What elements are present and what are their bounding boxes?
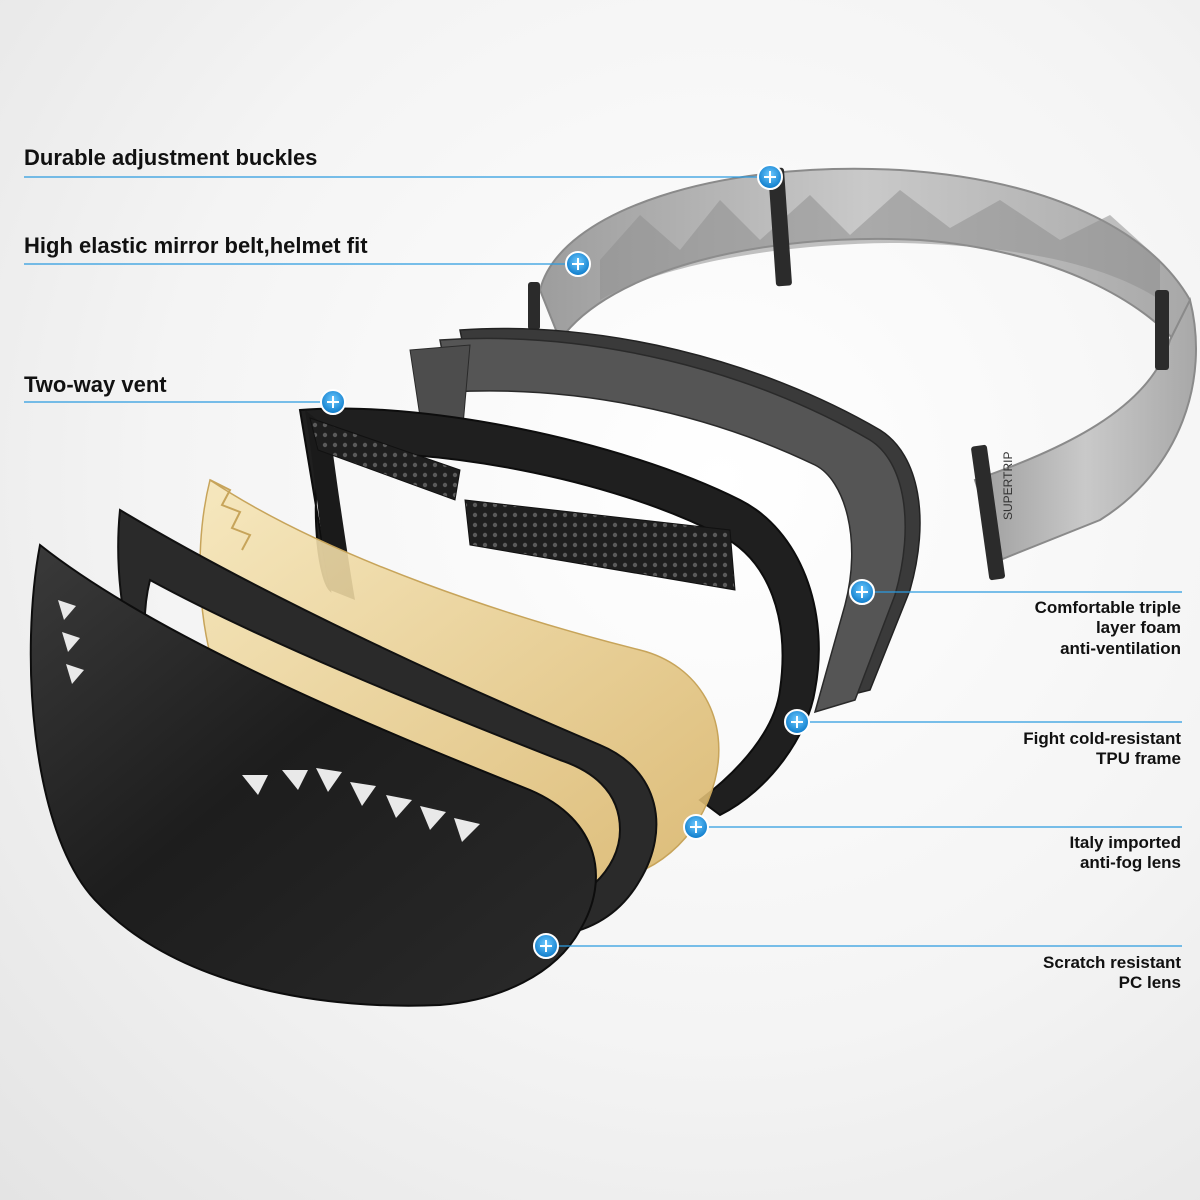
hotspot-pc-lens[interactable] (533, 933, 559, 959)
elastic-strap: SUPERTRIP (528, 167, 1197, 581)
callout-belt: High elastic mirror belt,helmet fit (24, 233, 368, 258)
callout-antifog: Italy imported anti-fog lens (1070, 833, 1181, 874)
callout-frame: Fight cold-resistant TPU frame (1023, 729, 1181, 770)
callout-foam-line-2: layer foam (1095, 618, 1181, 638)
callout-frame-line-2: TPU frame (1095, 749, 1181, 769)
callout-buckles: Durable adjustment buckles (24, 145, 318, 170)
callout-antifog-line-2: anti-fog lens (1079, 853, 1181, 873)
callout-antifog-line-1: Italy imported (1069, 833, 1181, 852)
hotspot-buckles[interactable] (757, 164, 783, 190)
hotspot-vent[interactable] (320, 389, 346, 415)
hotspot-belt[interactable] (565, 251, 591, 277)
callout-foam: Comfortable triple layer foam anti-venti… (1035, 598, 1181, 659)
strap-brand-text: SUPERTRIP (1001, 452, 1015, 520)
callout-pc-lens-line-1: Scratch resistant (1043, 953, 1181, 972)
pc-lens (29, 543, 597, 1007)
hotspot-antifog[interactable] (683, 814, 709, 840)
hotspot-frame[interactable] (784, 709, 810, 735)
callout-foam-line-1: Comfortable triple (1034, 598, 1181, 617)
callout-foam-line-3: anti-ventilation (1060, 638, 1181, 658)
callout-lines (24, 176, 1182, 947)
callout-pc-lens-line-2: PC lens (1118, 973, 1181, 993)
callout-pc-lens: Scratch resistant PC lens (1043, 953, 1181, 994)
hotspot-foam[interactable] (849, 579, 875, 605)
callout-vent: Two-way vent (24, 372, 167, 397)
tpu-frame (298, 407, 820, 817)
callout-frame-line-1: Fight cold-resistant (1023, 729, 1181, 748)
